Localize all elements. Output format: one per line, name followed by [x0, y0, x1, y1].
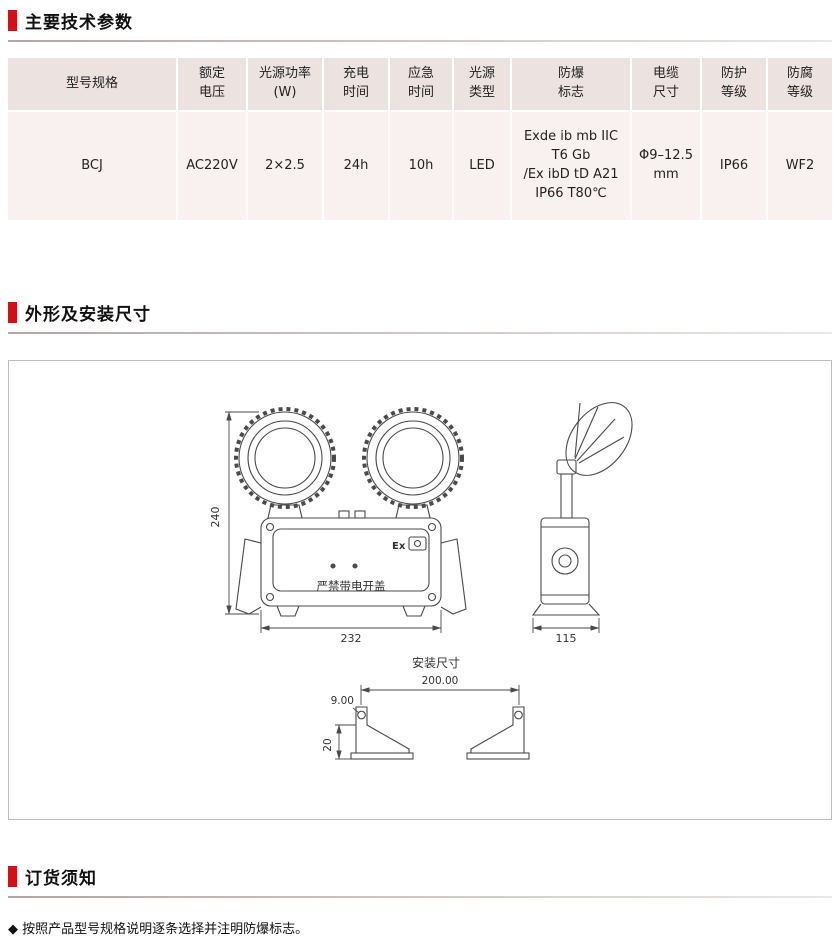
- section-title-ordering: 订货须知: [25, 869, 97, 889]
- certification-mark-box: [408, 536, 427, 551]
- header-source-type: 光源 类型: [454, 58, 510, 110]
- header-ex-mark: 防爆 标志: [512, 58, 630, 110]
- section-dimensions: 外形及安装尺寸: [8, 300, 832, 334]
- left-bracket: [235, 538, 262, 615]
- front-view-drawing: [234, 407, 467, 617]
- dim-20-label: 20: [322, 738, 334, 751]
- section-title-dimensions: 外形及安装尺寸: [25, 305, 151, 325]
- mount-hole-left: [357, 710, 366, 720]
- body-panel: [272, 528, 430, 592]
- section-divider: [8, 40, 832, 42]
- mount-foot-right: [470, 706, 525, 754]
- section-divider: [8, 332, 832, 334]
- side-view-drawing: [531, 402, 633, 616]
- value-ip-rating: IP66: [702, 112, 766, 220]
- body-outline: [260, 517, 442, 607]
- installation-dimensions: [335, 685, 520, 760]
- section-ordering: 订货须知: [8, 864, 832, 898]
- value-cable-size: Φ9–12.5 mm: [632, 112, 700, 220]
- side-lamp-head: [565, 402, 633, 476]
- dim-200-label: 200.00: [422, 675, 459, 687]
- mount-foot-left: [355, 706, 410, 754]
- header-power: 光源功率 (W): [248, 58, 322, 110]
- section-accent-bar: [8, 866, 17, 887]
- value-model: BCJ: [8, 112, 176, 220]
- dim-240-label: 240: [209, 507, 222, 528]
- value-corrosion-rating: WF2: [768, 112, 832, 220]
- section-title-parameters: 主要技术参数: [25, 13, 133, 33]
- value-charge-time: 24h: [324, 112, 388, 220]
- section-parameters: 主要技术参数: [8, 8, 832, 42]
- value-power: 2×2.5: [248, 112, 322, 220]
- header-charge-time: 充电 时间: [324, 58, 388, 110]
- section-divider: [8, 896, 832, 898]
- mount-hole-right: [514, 710, 523, 720]
- value-ex-mark: Exde ib mb IIC T6 Gb /Ex ibD tD A21 IP66…: [512, 112, 630, 220]
- header-cable-size: 电缆 尺寸: [632, 58, 700, 110]
- lamp-head-left-knurl: [234, 407, 336, 509]
- header-ip-rating: 防护 等级: [702, 58, 766, 110]
- dim-115-label: 115: [556, 632, 577, 645]
- header-corrosion-rating: 防腐 等级: [768, 58, 832, 110]
- installation-drawing: [350, 706, 530, 760]
- ex-label: Ex: [392, 541, 406, 552]
- right-bracket: [440, 538, 467, 615]
- dim-9-label: 9.00: [331, 695, 354, 707]
- drawing-panel: 240 232 115 Ex 严禁带电开盖 安装尺寸 200.00 9.00 2…: [8, 360, 832, 820]
- value-rated-voltage: AC220V: [178, 112, 246, 220]
- side-dimensions: [532, 618, 600, 633]
- install-title-label: 安装尺寸: [412, 655, 460, 670]
- warning-label: 严禁带电开盖: [317, 579, 386, 593]
- front-dimensions: [225, 411, 442, 633]
- drawing-labels: 240 232 115 Ex 严禁带电开盖 安装尺寸 200.00 9.00 2…: [209, 507, 577, 752]
- header-rated-voltage: 额定 电压: [178, 58, 246, 110]
- section-accent-bar: [8, 302, 17, 323]
- value-emergency-time: 10h: [390, 112, 452, 220]
- dim-232-label: 232: [341, 632, 362, 645]
- lamp-head-right-knurl: [362, 407, 464, 509]
- header-model: 型号规格: [8, 58, 176, 110]
- dimension-drawings: 240 232 115 Ex 严禁带电开盖 安装尺寸 200.00 9.00 2…: [209, 402, 633, 760]
- side-body-outline: [540, 517, 590, 605]
- spec-table: 型号规格 额定 电压 光源功率 (W) 充电 时间 应急 时间 光源 类型 防爆…: [8, 58, 832, 220]
- header-emergency-time: 应急 时间: [390, 58, 452, 110]
- value-source-type: LED: [454, 112, 510, 220]
- section-accent-bar: [8, 10, 17, 31]
